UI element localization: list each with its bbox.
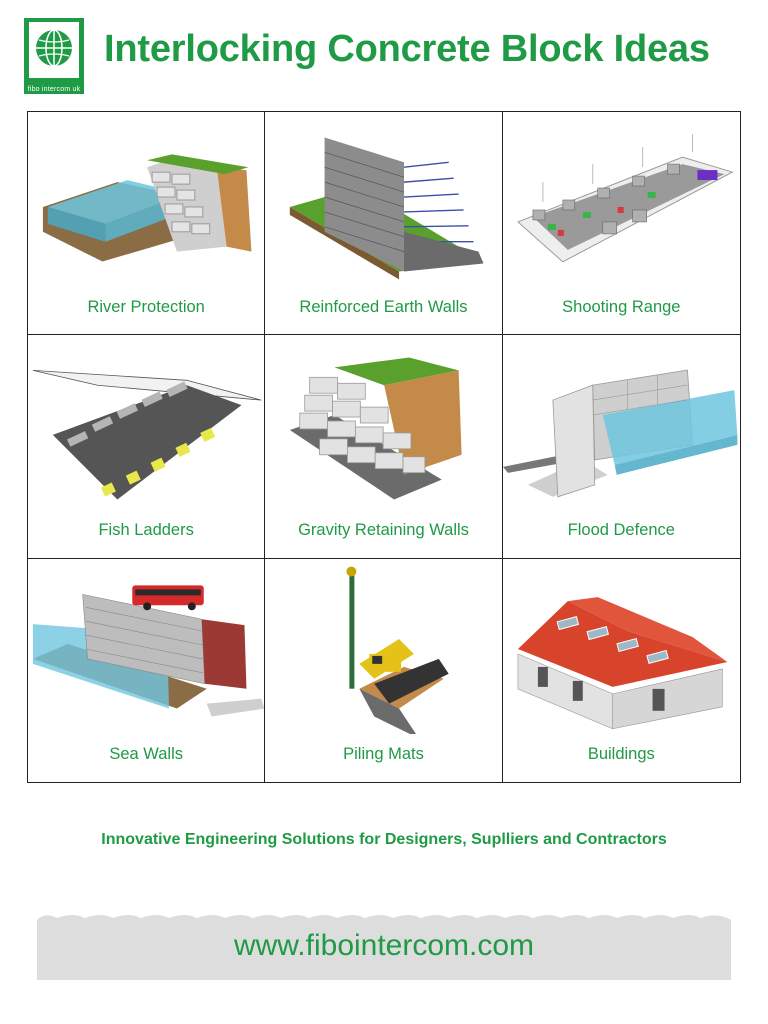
tile-label: Buildings [587,744,655,763]
flood-defence-illustration [502,370,737,498]
tile-label: Piling Mats [343,744,424,763]
tile-label: Shooting Range [562,298,681,316]
tile-fish-ladders: Fish Ladders [28,335,266,559]
tile-buildings: Buildings [502,558,740,782]
globe-icon [29,22,79,78]
tile-label: Fish Ladders [98,521,194,540]
tile-river-protection: River Protection [28,112,266,336]
page-title: Interlocking Concrete Block Ideas [104,28,710,70]
tile-label: Sea Walls [109,744,183,763]
tile-flood-defence: Flood Defence [502,335,740,559]
application-grid: River Protection Reinforced Earth Walls [27,111,741,783]
shooting-range-illustration [516,134,734,263]
tile-label: Flood Defence [567,521,675,540]
fibo-intercom-logo: fibo intercom uk [24,18,84,94]
fish-ladders-illustration [32,370,262,500]
tagline: Innovative Engineering Solutions for Des… [101,831,667,848]
tile-piling-mats: Piling Mats [265,558,503,782]
tile-label: Gravity Retaining Walls [298,521,469,540]
tile-gravity-retaining-walls: Gravity Retaining Walls [265,335,503,559]
buildings-illustration [517,596,728,729]
tile-shooting-range: Shooting Range [502,112,740,336]
tile-label: Reinforced Earth Walls [299,298,468,316]
sea-walls-illustration [32,585,265,717]
website-link[interactable]: www.fibointercom.com [233,929,535,962]
tile-reinforced-earth-walls: Reinforced Earth Walls [265,112,503,336]
tile-sea-walls: Sea Walls [28,558,266,782]
piling-mats-illustration [346,566,450,734]
tile-label: River Protection [87,298,205,316]
river-protection-illustration [42,154,252,262]
logo-caption: fibo intercom uk [27,86,81,93]
gravity-retaining-walls-illustration [290,357,462,500]
footer-banner: www.fibointercom.com [37,912,731,980]
reinforced-earth-walls-illustration [290,137,484,280]
footer-background [37,915,731,980]
